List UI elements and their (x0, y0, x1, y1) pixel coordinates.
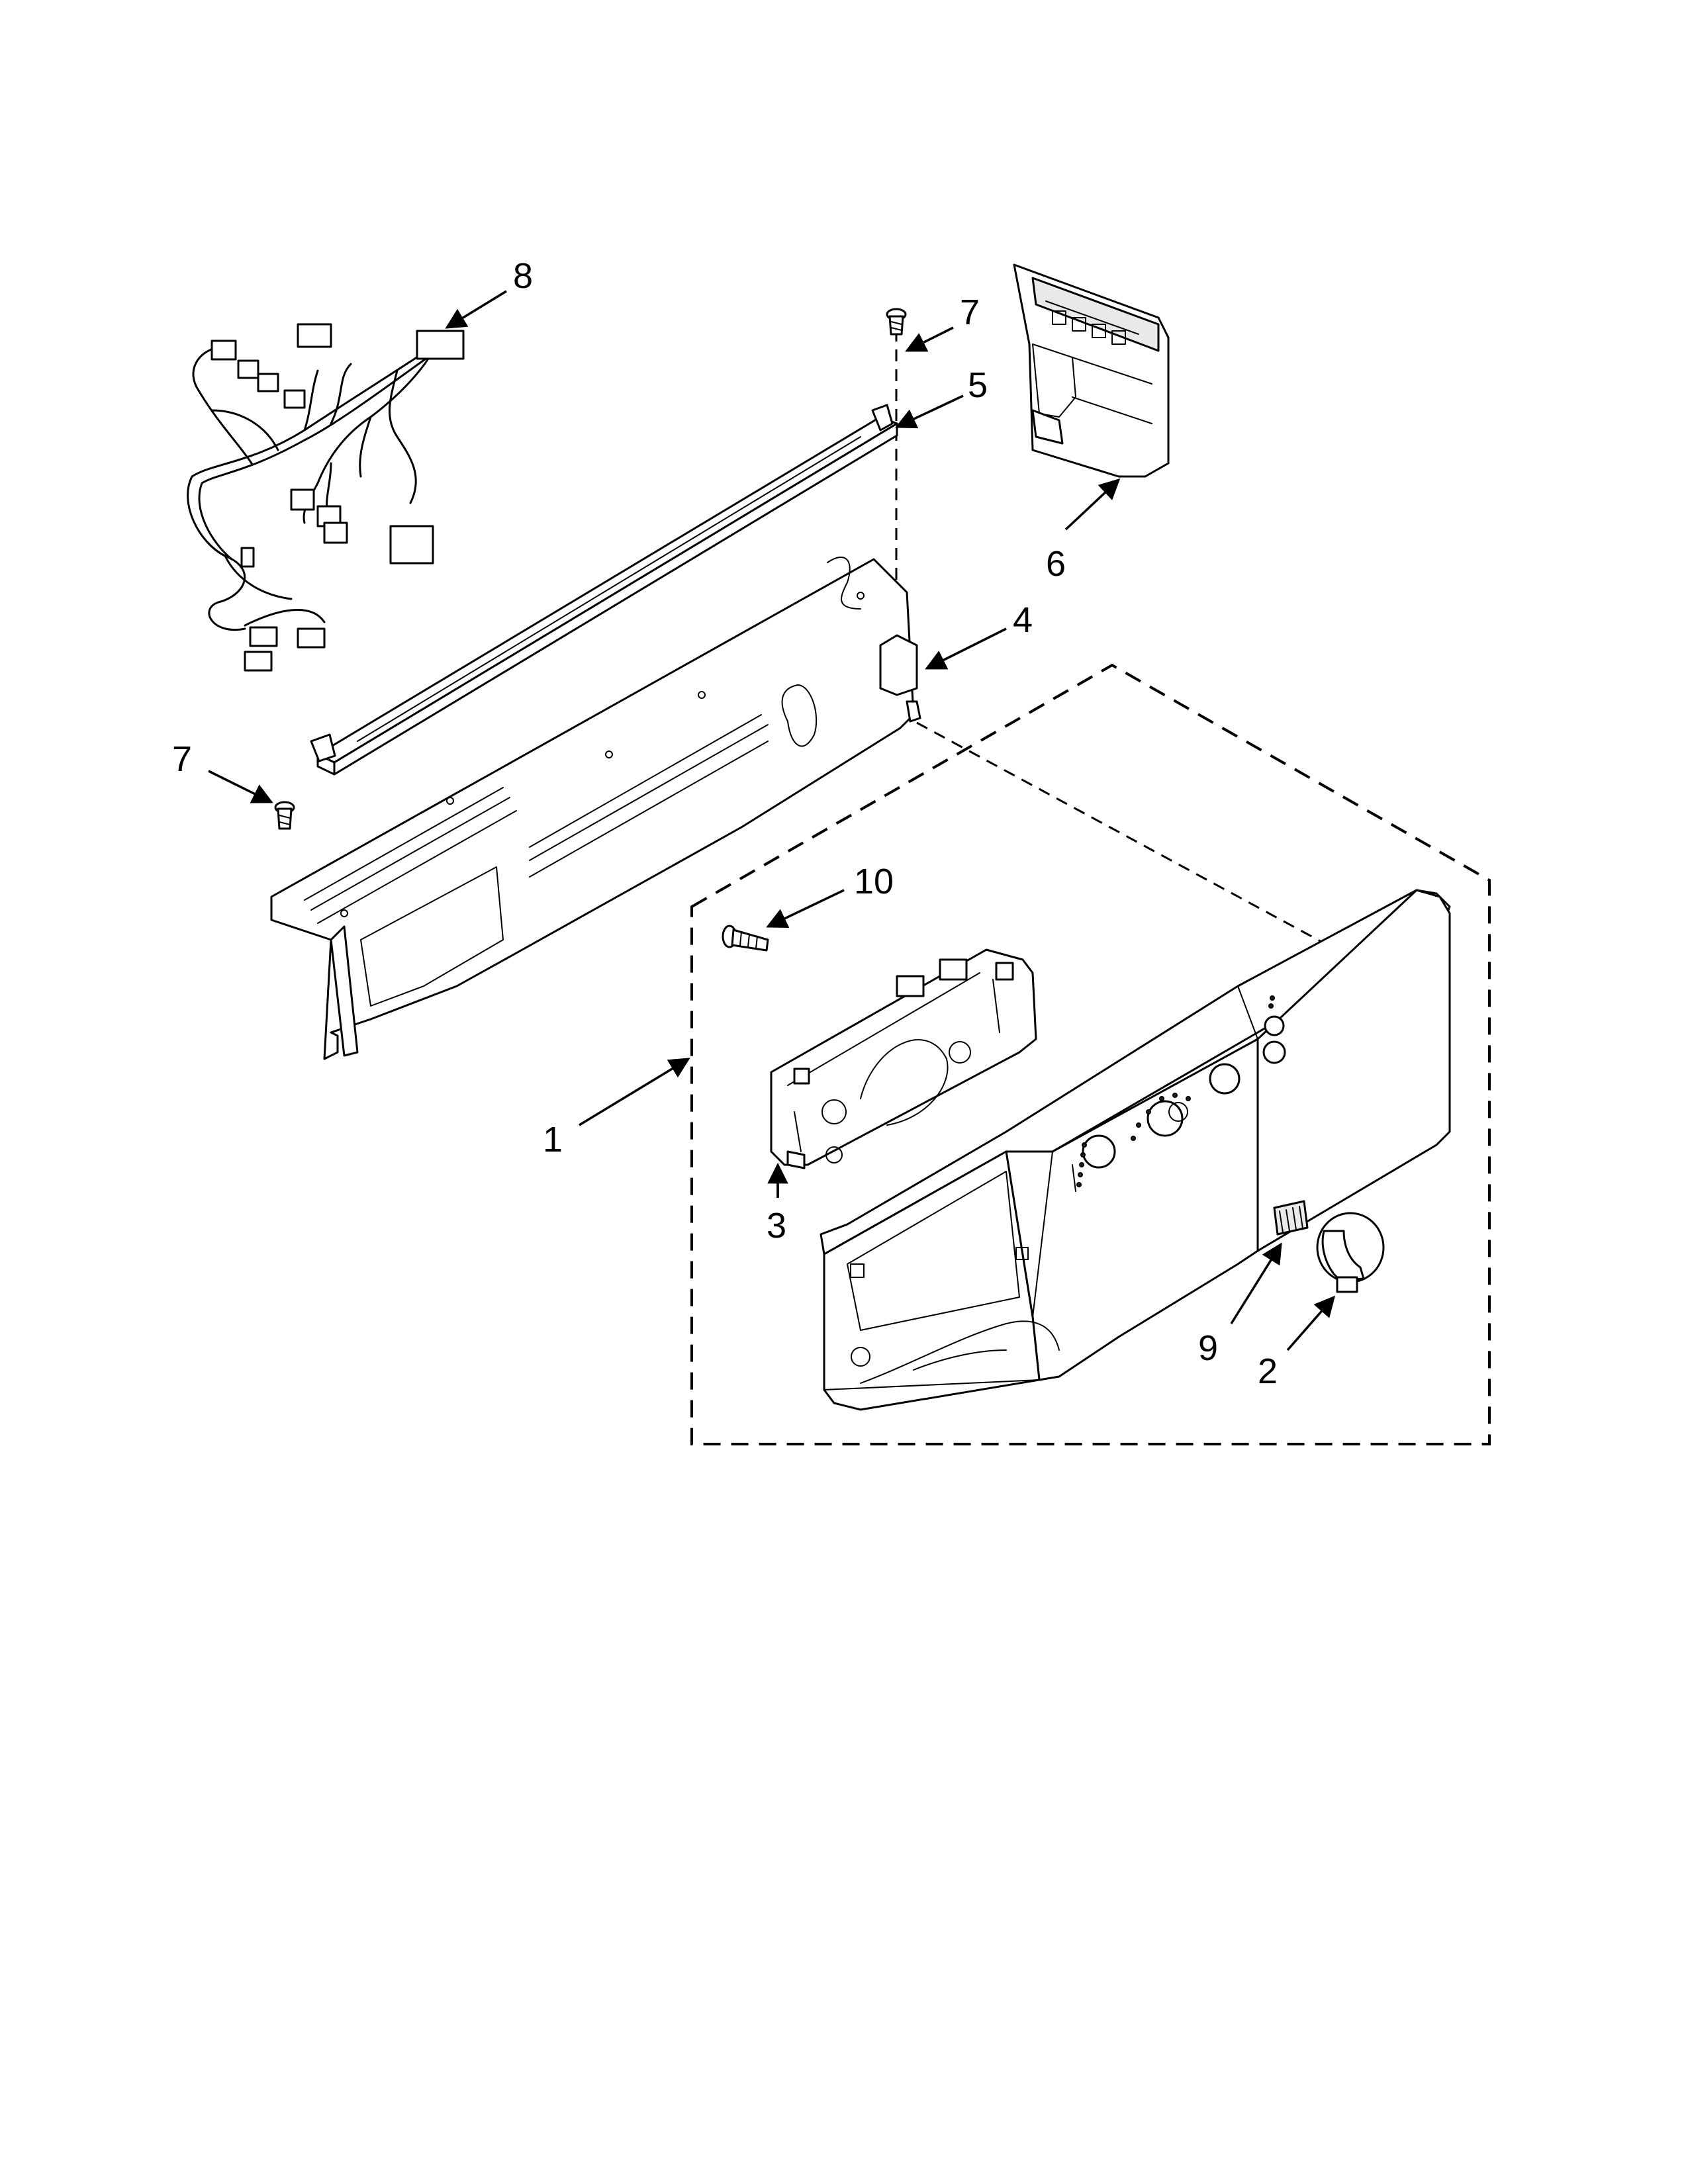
control-panel-plate (270, 556, 921, 1060)
callout-1: 1 (543, 1120, 563, 1160)
callout-3: 3 (767, 1206, 786, 1246)
leader-8 (445, 290, 507, 329)
spring (1273, 1200, 1309, 1236)
leader-2 (1286, 1295, 1336, 1351)
leader-5 (895, 394, 964, 429)
callout-8: 8 (513, 256, 533, 296)
leader-9 (1230, 1242, 1282, 1324)
callout-9: 9 (1198, 1328, 1218, 1368)
screw-left (274, 801, 295, 830)
leader-4 (925, 627, 1007, 670)
electronic-control-board (1013, 263, 1170, 478)
leader-10 (766, 889, 845, 928)
screw-10 (722, 925, 769, 952)
leader-6 (1064, 478, 1121, 531)
alignment-line-console (916, 721, 1325, 944)
leader-7-left (208, 770, 273, 803)
leader-7-top (905, 326, 954, 352)
callout-5: 5 (968, 365, 988, 405)
screw-top (886, 308, 907, 336)
wire-harness (187, 323, 465, 672)
callout-6: 6 (1046, 544, 1066, 584)
knob (1316, 1212, 1385, 1293)
callout-4: 4 (1013, 600, 1033, 640)
callout-7-top: 7 (960, 293, 980, 332)
callout-2: 2 (1258, 1351, 1278, 1391)
callout-7-left: 7 (172, 739, 192, 779)
callout-10: 10 (854, 862, 894, 901)
console-bracket (310, 404, 898, 776)
assembly-boundary (690, 663, 1491, 1445)
leader-1 (579, 1058, 690, 1126)
user-interface-board (770, 948, 1037, 1169)
console-housing (820, 889, 1451, 1411)
